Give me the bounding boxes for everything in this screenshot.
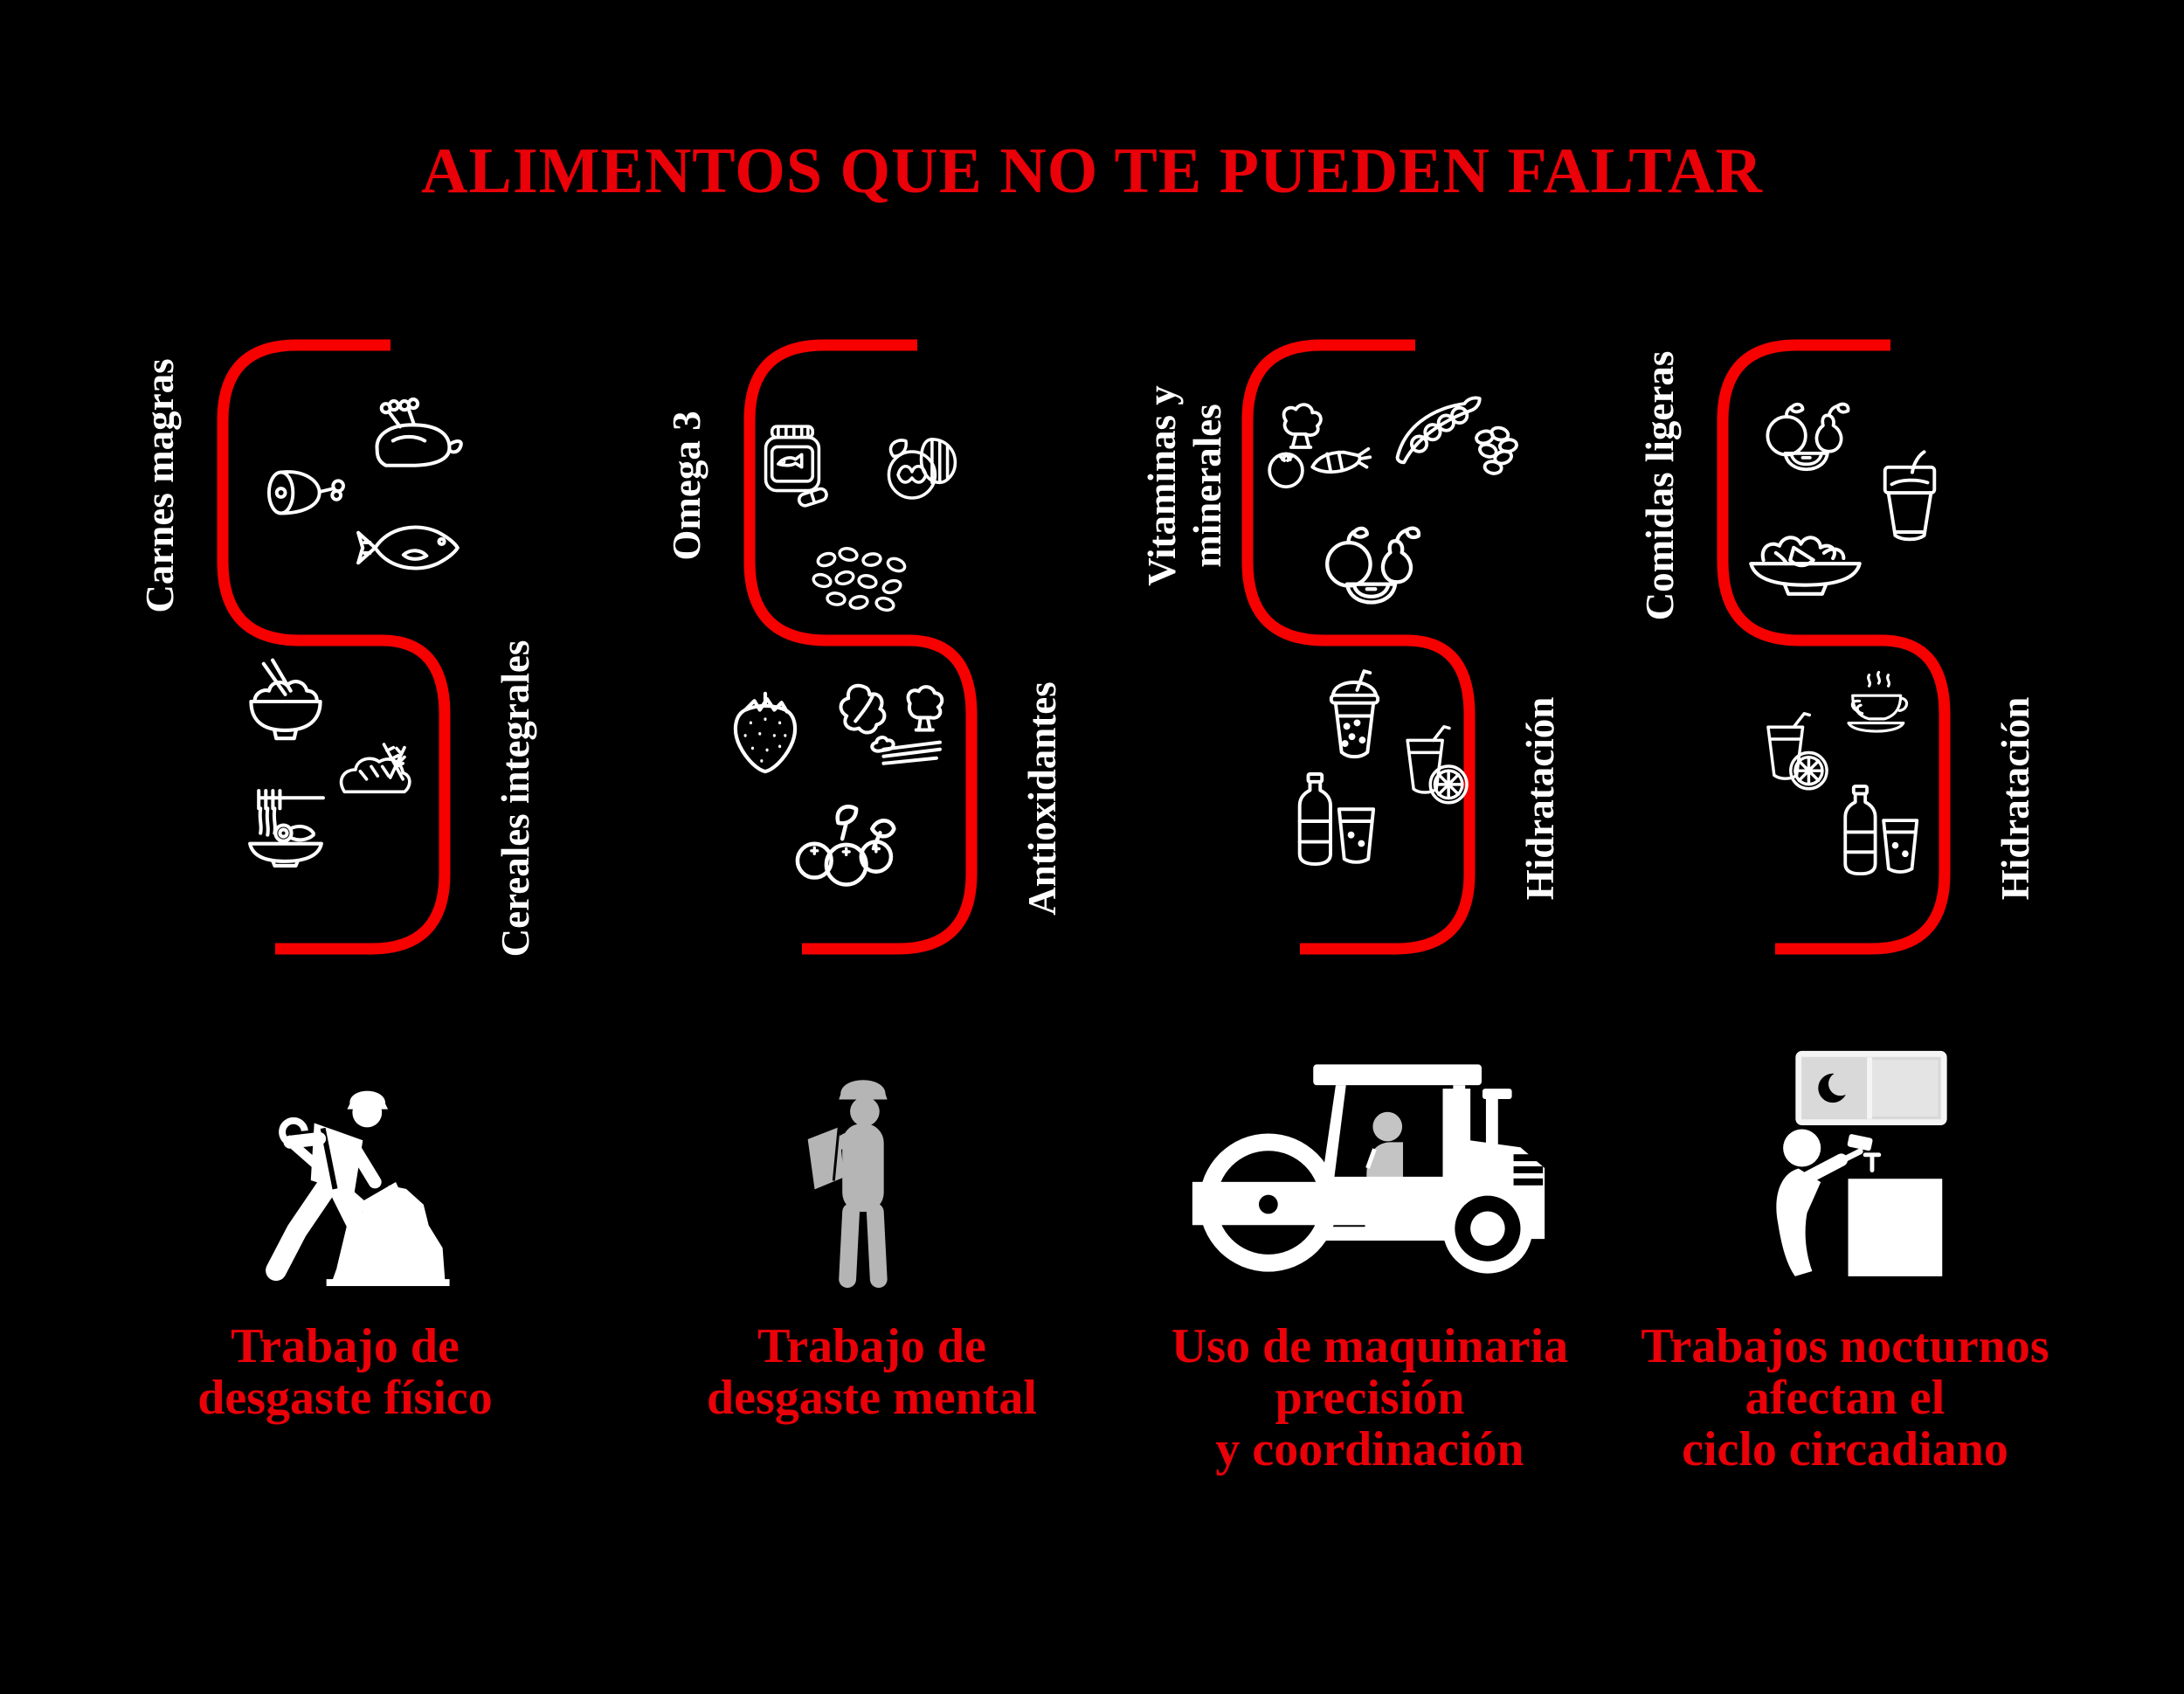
water-bottle-glass-icon — [1843, 785, 1919, 876]
salad-icon — [1749, 536, 1862, 596]
berries-icon — [795, 805, 896, 887]
caption-text: Uso de maquinaria precisión y coordinaci… — [1171, 1319, 1569, 1476]
yogurt-icon — [1883, 450, 1937, 542]
rice-bowl-icon — [249, 658, 322, 741]
peas-beans-icon — [1395, 396, 1518, 475]
bottom-food-label: Cereales integrales — [494, 640, 537, 958]
seeds-icon — [812, 547, 907, 612]
bottom-food-label: Hidratación — [1994, 696, 2037, 901]
s-curve-decoration — [1241, 339, 1476, 955]
road-roller-icon — [1192, 1064, 1545, 1274]
water-bottle-glass-icon — [1297, 772, 1376, 867]
caption-text: Trabajo de desgaste mental — [707, 1319, 1037, 1425]
juice-orange-icon — [1406, 725, 1469, 805]
fish-icon — [356, 525, 460, 570]
juice-orange-icon — [1766, 712, 1828, 791]
top-food-label: Carnes magras — [138, 358, 182, 613]
fish-oil-jar-icon — [764, 425, 828, 508]
s-curve-decoration — [1717, 339, 1951, 955]
roast-chicken-icon — [375, 398, 463, 467]
digging-worker-icon — [266, 1090, 450, 1287]
apple-pear-icon — [1325, 526, 1421, 605]
nuts-icon — [887, 438, 957, 500]
s-curve-decoration — [743, 339, 978, 955]
blueprint-worker-icon — [807, 1080, 888, 1289]
ham-icon — [266, 470, 345, 515]
night-worker-icon — [1776, 1050, 1947, 1276]
bottom-food-label: Antioxidantes — [1020, 681, 1064, 916]
page-title: ALIMENTOS QUE NO TE PUEDEN FALTAR — [421, 135, 1763, 207]
bread-wheat-icon — [339, 743, 411, 794]
vegetables-icon — [1268, 403, 1372, 489]
top-food-label: Omega 3 — [665, 411, 708, 561]
strawberry-icon — [733, 691, 798, 774]
top-food-label: Comidas ligeras — [1638, 350, 1682, 621]
leafy-greens-icon — [839, 683, 944, 765]
s-curve-decoration — [217, 339, 451, 955]
smoothie-icon — [1329, 669, 1380, 759]
noodles-icon — [248, 789, 325, 868]
bottom-food-label: Hidratación — [1518, 696, 1562, 901]
caption-text: Trabajos nocturnos afectan el ciclo circ… — [1641, 1319, 2049, 1476]
tea-cup-icon — [1847, 670, 1909, 733]
apple-pear-icon — [1766, 402, 1850, 472]
caption-text: Trabajo de desgaste físico — [197, 1319, 493, 1425]
